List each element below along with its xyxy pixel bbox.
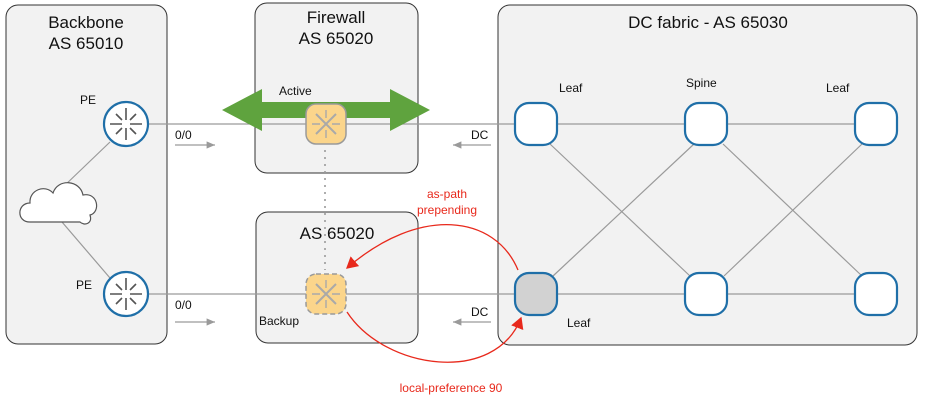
pe-bottom-router-icon bbox=[102, 270, 150, 318]
default-route-label-bottom: 0/0 bbox=[175, 298, 192, 312]
cloud-icon bbox=[19, 182, 98, 225]
spine-top-switch-icon bbox=[683, 101, 729, 147]
backbone-title-1: Backbone bbox=[48, 13, 124, 32]
firewall-active-label: Active bbox=[279, 84, 312, 98]
local-preference-arrow bbox=[346, 311, 524, 363]
leaf-bottom-left-label: Leaf bbox=[567, 316, 591, 330]
firewall-title-2: AS 65020 bbox=[299, 29, 374, 48]
dc-fabric-title: DC fabric - AS 65030 bbox=[628, 13, 788, 32]
fabric-link-cross-4 bbox=[723, 143, 863, 277]
default-route-label-top: 0/0 bbox=[175, 128, 192, 142]
dc-route-label-top: DC bbox=[471, 128, 489, 142]
dc-fabric-zone bbox=[497, 4, 918, 346]
spine-bottom-switch-icon bbox=[683, 271, 729, 317]
pe-bottom-label: PE bbox=[76, 278, 92, 292]
backbone-zone bbox=[5, 4, 168, 345]
leaf-top-right-switch-icon bbox=[853, 101, 899, 147]
firewall-title-1: Firewall bbox=[307, 8, 366, 27]
local-preference-label: local-preference 90 bbox=[400, 381, 503, 395]
leaf-top-right-label: Leaf bbox=[826, 81, 850, 95]
leaf-bottom-right-switch-icon bbox=[853, 271, 899, 317]
firewall-backup-label: Backup bbox=[259, 314, 299, 328]
leaf-top-left-label: Leaf bbox=[559, 81, 583, 95]
as-path-prepending-arrow bbox=[346, 224, 519, 271]
link-cloud-pe-bottom bbox=[61, 221, 111, 279]
spine-label: Spine bbox=[686, 76, 717, 90]
firewall-active-icon bbox=[305, 103, 347, 145]
firewall-backup-icon bbox=[305, 273, 347, 315]
backbone-title-2: AS 65010 bbox=[49, 34, 124, 53]
firewall-zone bbox=[254, 2, 419, 174]
as-path-label-line2: prepending bbox=[417, 203, 477, 217]
leaf-bottom-left-switch-icon bbox=[513, 271, 559, 317]
fabric-link-cross-2 bbox=[552, 143, 695, 277]
fabric-link-cross-1 bbox=[549, 143, 691, 277]
leaf-top-left-switch-icon bbox=[513, 101, 559, 147]
pe-top-label: PE bbox=[80, 93, 96, 107]
link-cloud-pe-top bbox=[61, 141, 111, 189]
backup-as-title: AS 65020 bbox=[300, 224, 375, 243]
as-path-label-line1: as-path bbox=[427, 187, 467, 201]
dc-route-label-bottom: DC bbox=[471, 305, 489, 319]
pe-top-router-icon bbox=[102, 100, 150, 148]
